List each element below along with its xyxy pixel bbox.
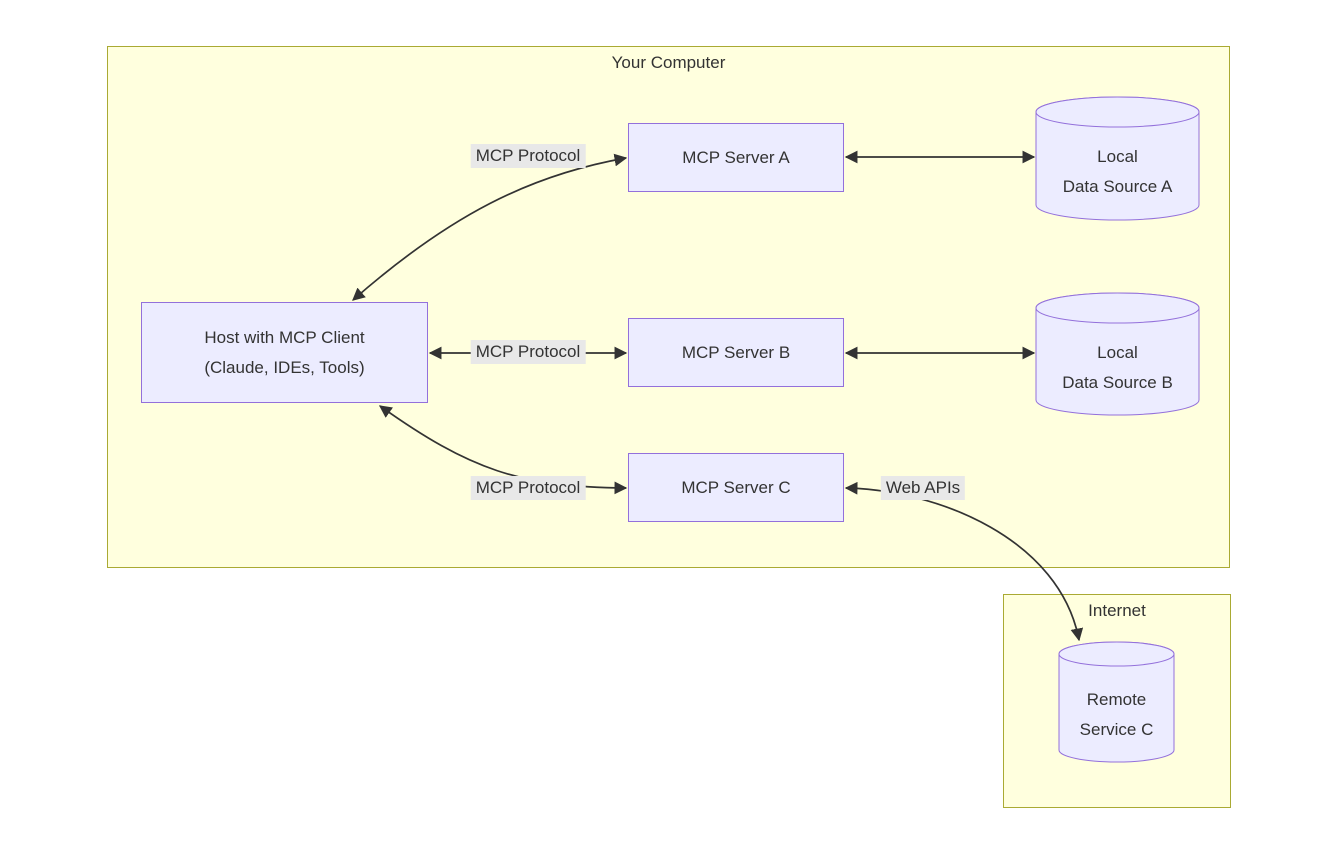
node-mcp-server-a-label: MCP Server A xyxy=(682,147,790,167)
node-mcp-server-b-label: MCP Server B xyxy=(681,342,791,362)
cluster-your-computer-title: Your Computer xyxy=(611,53,726,72)
edge-label-mcp-protocol-c: MCP Protocol xyxy=(470,476,586,500)
node-mcp-server-c-label: MCP Server C xyxy=(681,477,791,497)
node-data-source-b-label: Local Data Source B xyxy=(1062,343,1173,392)
edge-label-mcp-protocol-a: MCP Protocol xyxy=(470,144,586,168)
node-host-line1: Host with MCP Client xyxy=(204,327,365,347)
node-mcp-server-c: MCP Server C xyxy=(628,453,844,522)
cluster-internet-title: Internet xyxy=(1088,601,1146,620)
node-mcp-server-b: MCP Server B xyxy=(628,318,844,387)
node-mcp-server-a: MCP Server A xyxy=(628,123,844,192)
node-host: Host with MCP Client (Claude, IDEs, Tool… xyxy=(141,302,428,403)
edge-label-mcp-protocol-b: MCP Protocol xyxy=(470,340,586,364)
node-remote-service-c-label: Remote Service C xyxy=(1079,690,1154,739)
edge-label-web-apis: Web APIs xyxy=(880,476,966,500)
node-host-line2: (Claude, IDEs, Tools) xyxy=(204,357,365,377)
node-data-source-a-label: Local Data Source A xyxy=(1062,147,1173,196)
